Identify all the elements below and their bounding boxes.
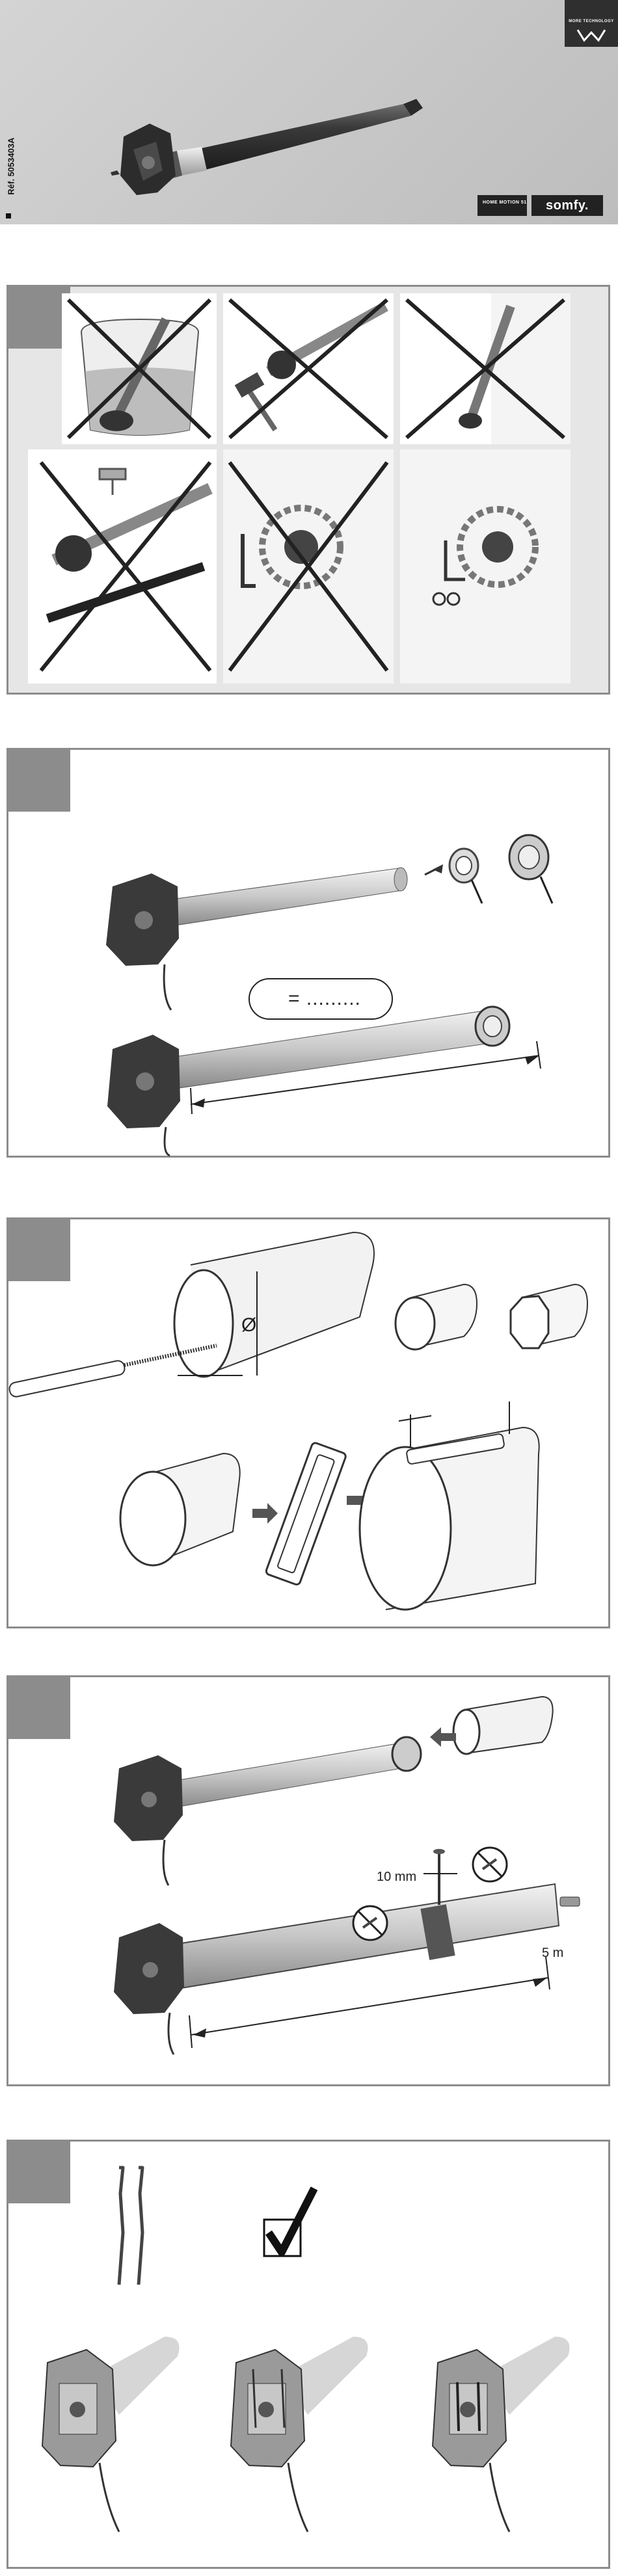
cover-area [0, 0, 618, 224]
diameter-symbol: Ø [241, 1314, 256, 1336]
drop-prohibited-icon [400, 293, 571, 444]
step-1-tab [8, 287, 70, 349]
reference-number: Réf. 5053403A [4, 122, 14, 220]
step-2-panel: = ......... [7, 748, 610, 1158]
motor-illustration [0, 0, 618, 224]
step-5-panel [7, 2140, 610, 2569]
brand-box-label: MORE TECHNOLOGY [567, 20, 615, 23]
hammer-prohibited-cell [223, 293, 394, 444]
hang-prohibited-cell [223, 449, 394, 684]
length-label: = ......... [288, 988, 361, 1010]
step-4-panel: 10 mm 5 m [7, 1675, 610, 2086]
somfy-wave-icon [576, 27, 606, 43]
offset-label: 5 m [542, 1946, 563, 1961]
logo-home-motion: HOME MOTION 51 [477, 195, 527, 216]
step-1-panel [7, 285, 610, 695]
step-3-panel: Ø [7, 1217, 610, 1628]
hang-prohibited-icon [223, 449, 394, 684]
drop-prohibited-cell [400, 293, 571, 444]
checkmark-icon [264, 2188, 314, 2256]
water-prohibited-icon [62, 293, 217, 444]
water-prohibited-cell [62, 293, 217, 444]
spring-clip-icon [119, 2168, 142, 2285]
motor-with-adapters-illustration [8, 750, 608, 1156]
drill-prohibited-icon [28, 449, 217, 684]
logo-somfy: somfy. [531, 195, 603, 216]
motor-tube-assembly-illustration [8, 1677, 608, 2084]
tube-measurement-illustration [8, 1219, 608, 1627]
wall-mount-cell [400, 449, 571, 684]
drill-prohibited-cell [28, 449, 217, 684]
reference-marker [6, 213, 11, 219]
wall-mount-icon [400, 449, 571, 684]
hammer-prohibited-icon [223, 293, 394, 444]
clip-installation-illustration [8, 2142, 608, 2567]
distance-label: 10 mm [377, 1870, 416, 1885]
brand-box: MORE TECHNOLOGY [565, 0, 618, 47]
